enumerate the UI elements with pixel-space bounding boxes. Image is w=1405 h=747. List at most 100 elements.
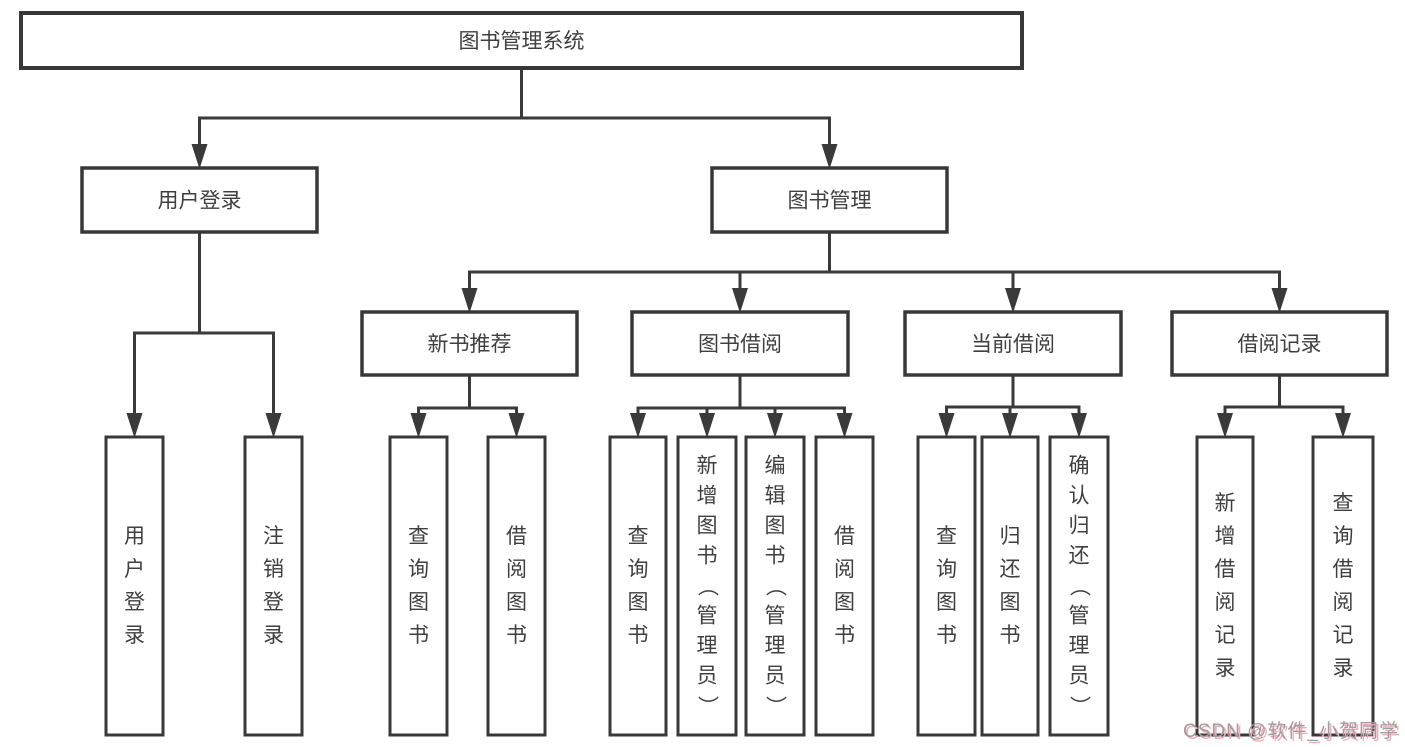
node-label-char: 理 xyxy=(1069,635,1090,658)
node-label-char: 注 xyxy=(263,525,284,548)
node-label-char: 编 xyxy=(765,455,786,478)
node-label-char: 归 xyxy=(1000,525,1021,548)
arrowhead-icon xyxy=(265,413,282,438)
node-label-char: 理 xyxy=(765,635,786,658)
node-box xyxy=(630,310,850,377)
node-label-char: ） xyxy=(696,696,719,717)
node-label-char: 登 xyxy=(263,591,284,614)
arrowhead-icon xyxy=(938,413,955,438)
node-label: 图书管理系统 xyxy=(459,30,585,53)
arrowhead-icon xyxy=(630,413,646,438)
node-label-char: 阅 xyxy=(1215,591,1236,614)
node-label-char: 阅 xyxy=(1333,591,1354,614)
node-label-char: 录 xyxy=(124,624,145,647)
edge-user-login xyxy=(126,232,282,438)
node-new-book-rec: 新书推荐 xyxy=(360,310,579,377)
node-box xyxy=(916,435,977,737)
node-label-char: 借 xyxy=(834,525,855,548)
node-label-char: 询 xyxy=(936,558,957,581)
node-label: 图书借阅 xyxy=(698,333,782,356)
edge-current-borrow xyxy=(938,375,1087,438)
node-box xyxy=(104,435,165,737)
node-label: 借阅记录 xyxy=(1238,333,1322,356)
node-label-char: 图 xyxy=(506,591,527,614)
node-label-char: 图 xyxy=(1000,591,1021,614)
node-label-char: 查 xyxy=(408,525,429,548)
node-label-char: 询 xyxy=(1333,525,1354,548)
node-label-char: 查 xyxy=(1333,492,1354,515)
node-box xyxy=(814,435,875,737)
node-label-char: ） xyxy=(1068,696,1091,717)
node-label-char: 书 xyxy=(765,545,786,568)
node-label: 用户登录 xyxy=(158,190,242,213)
node-label-char: 查 xyxy=(936,525,957,548)
node-label-char: 户 xyxy=(124,558,145,581)
node-book-borrow: 图书借阅 xyxy=(630,310,850,377)
arrowhead-icon xyxy=(836,413,853,438)
node-label-char: 理 xyxy=(697,635,718,658)
arrowhead-icon xyxy=(1271,288,1288,313)
node-label-char: 还 xyxy=(1000,558,1021,581)
node-label-char: 书 xyxy=(834,624,855,647)
node-current-borrow: 当前借阅 xyxy=(903,310,1123,377)
node-box xyxy=(710,166,949,234)
node-label-char: 书 xyxy=(1000,624,1021,647)
node-label-char: 书 xyxy=(936,624,957,647)
arrowhead-icon xyxy=(1071,413,1087,438)
node-label: 新书推荐 xyxy=(428,333,512,356)
node-label-char: 询 xyxy=(628,558,649,581)
arrowhead-icon xyxy=(126,413,143,438)
node-label-char: 书 xyxy=(697,545,718,568)
node-label-char: 阅 xyxy=(506,558,527,581)
node-box xyxy=(1048,435,1110,737)
node-label-char: 图 xyxy=(408,591,429,614)
node-label-char: 用 xyxy=(124,525,145,548)
node-label-char: 员 xyxy=(697,665,718,688)
node-label: 图书管理 xyxy=(788,190,872,213)
node-label-char: 管 xyxy=(1069,605,1090,628)
arrowhead-icon xyxy=(1002,413,1018,438)
arrowhead-icon xyxy=(821,144,838,169)
node-label-char: 新 xyxy=(1215,492,1236,515)
node-user-login: 用户登录 xyxy=(80,166,319,234)
node-label-char: 阅 xyxy=(834,558,855,581)
arrowhead-icon xyxy=(699,413,715,438)
node-label-char: ） xyxy=(764,696,787,717)
node-label-char: 图 xyxy=(765,515,786,538)
node-label-char: 借 xyxy=(1333,558,1354,581)
node-label-char: 员 xyxy=(1069,665,1090,688)
node-box xyxy=(486,435,547,737)
node-label-char: 书 xyxy=(408,624,429,647)
arrowhead-icon xyxy=(1217,413,1233,438)
node-box xyxy=(360,310,579,377)
node-box xyxy=(744,435,806,737)
arrowhead-icon xyxy=(461,288,478,313)
node-box xyxy=(676,435,738,737)
node-box xyxy=(19,11,1024,70)
node-borrow-records: 借阅记录 xyxy=(1170,310,1389,377)
edge-new-book-rec xyxy=(410,375,525,438)
node-label-char: 询 xyxy=(408,558,429,581)
arrowhead-icon xyxy=(508,413,525,438)
node-label-char: 员 xyxy=(765,665,786,688)
node-label-char: 图 xyxy=(834,591,855,614)
node-label: 当前借阅 xyxy=(971,333,1055,356)
node-label-char: 书 xyxy=(506,624,527,647)
node-leaf-user-login: 用户登录 xyxy=(104,435,165,737)
node-label-char: 图 xyxy=(936,591,957,614)
node-box xyxy=(243,435,304,737)
edge-root xyxy=(191,68,838,169)
node-label-char: 新 xyxy=(697,455,718,478)
node-label-char: 图 xyxy=(697,515,718,538)
edge-book-mgmt xyxy=(461,232,1288,313)
node-box xyxy=(608,435,668,737)
node-box xyxy=(1311,435,1375,737)
